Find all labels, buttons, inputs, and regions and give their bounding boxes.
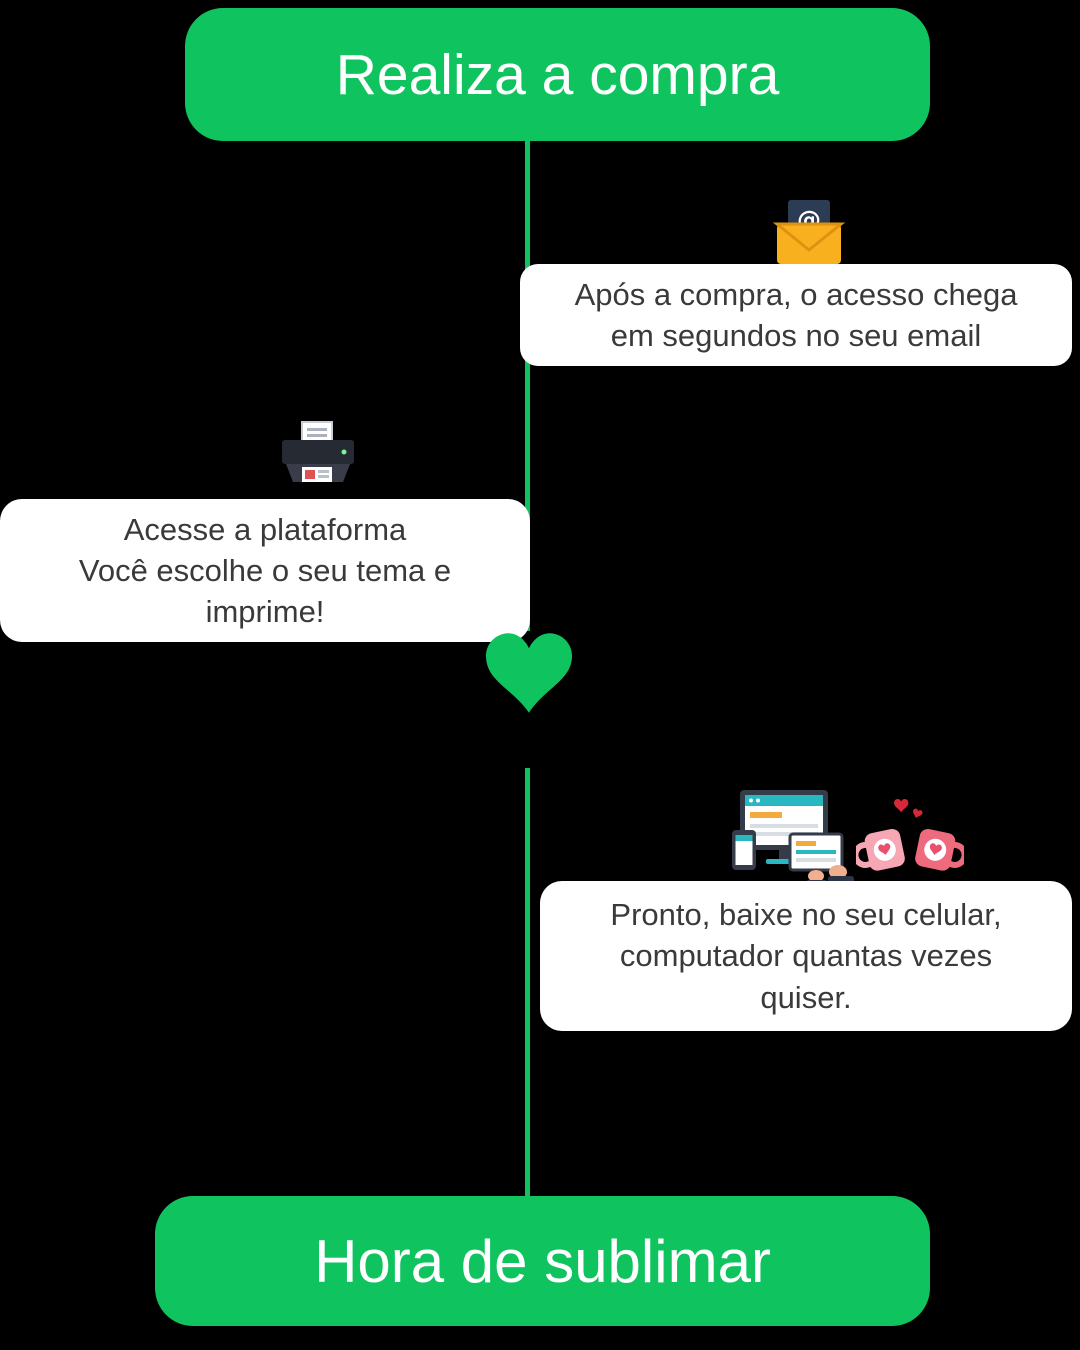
end-node: Hora de sublimar bbox=[155, 1196, 930, 1326]
connector-line-top bbox=[525, 141, 530, 631]
step-card-email: Após a compra, o acesso chega em segundo… bbox=[520, 264, 1072, 366]
devices-icon bbox=[730, 786, 854, 886]
step-text-line: Após a compra, o acesso chega bbox=[574, 276, 1018, 312]
heart-icon bbox=[486, 630, 572, 716]
connector-line-bottom bbox=[525, 768, 530, 1198]
step-text-line: em segundos no seu email bbox=[610, 318, 982, 353]
step-text-line: Acesse a plataforma bbox=[123, 511, 407, 547]
step-text-line: Você escolhe o seu tema e bbox=[78, 552, 452, 588]
step-text-line: Pronto, baixe no seu celular, bbox=[610, 897, 1002, 933]
start-node: Realiza a compra bbox=[185, 8, 930, 141]
step-text-line: quiser. bbox=[760, 979, 852, 1015]
step-card-platform: Acesse a plataforma Você escolhe o seu t… bbox=[0, 499, 530, 642]
step-card-download: Pronto, baixe no seu celular, computador… bbox=[540, 881, 1072, 1031]
start-node-label: Realiza a compra bbox=[335, 42, 780, 107]
mugs-icon bbox=[856, 798, 964, 886]
email-icon: @ bbox=[772, 198, 846, 268]
step-text-line: computador quantas vezes bbox=[619, 938, 993, 974]
printer-icon bbox=[276, 420, 360, 500]
step-text-line: imprime! bbox=[205, 594, 325, 630]
end-node-label: Hora de sublimar bbox=[314, 1227, 771, 1295]
